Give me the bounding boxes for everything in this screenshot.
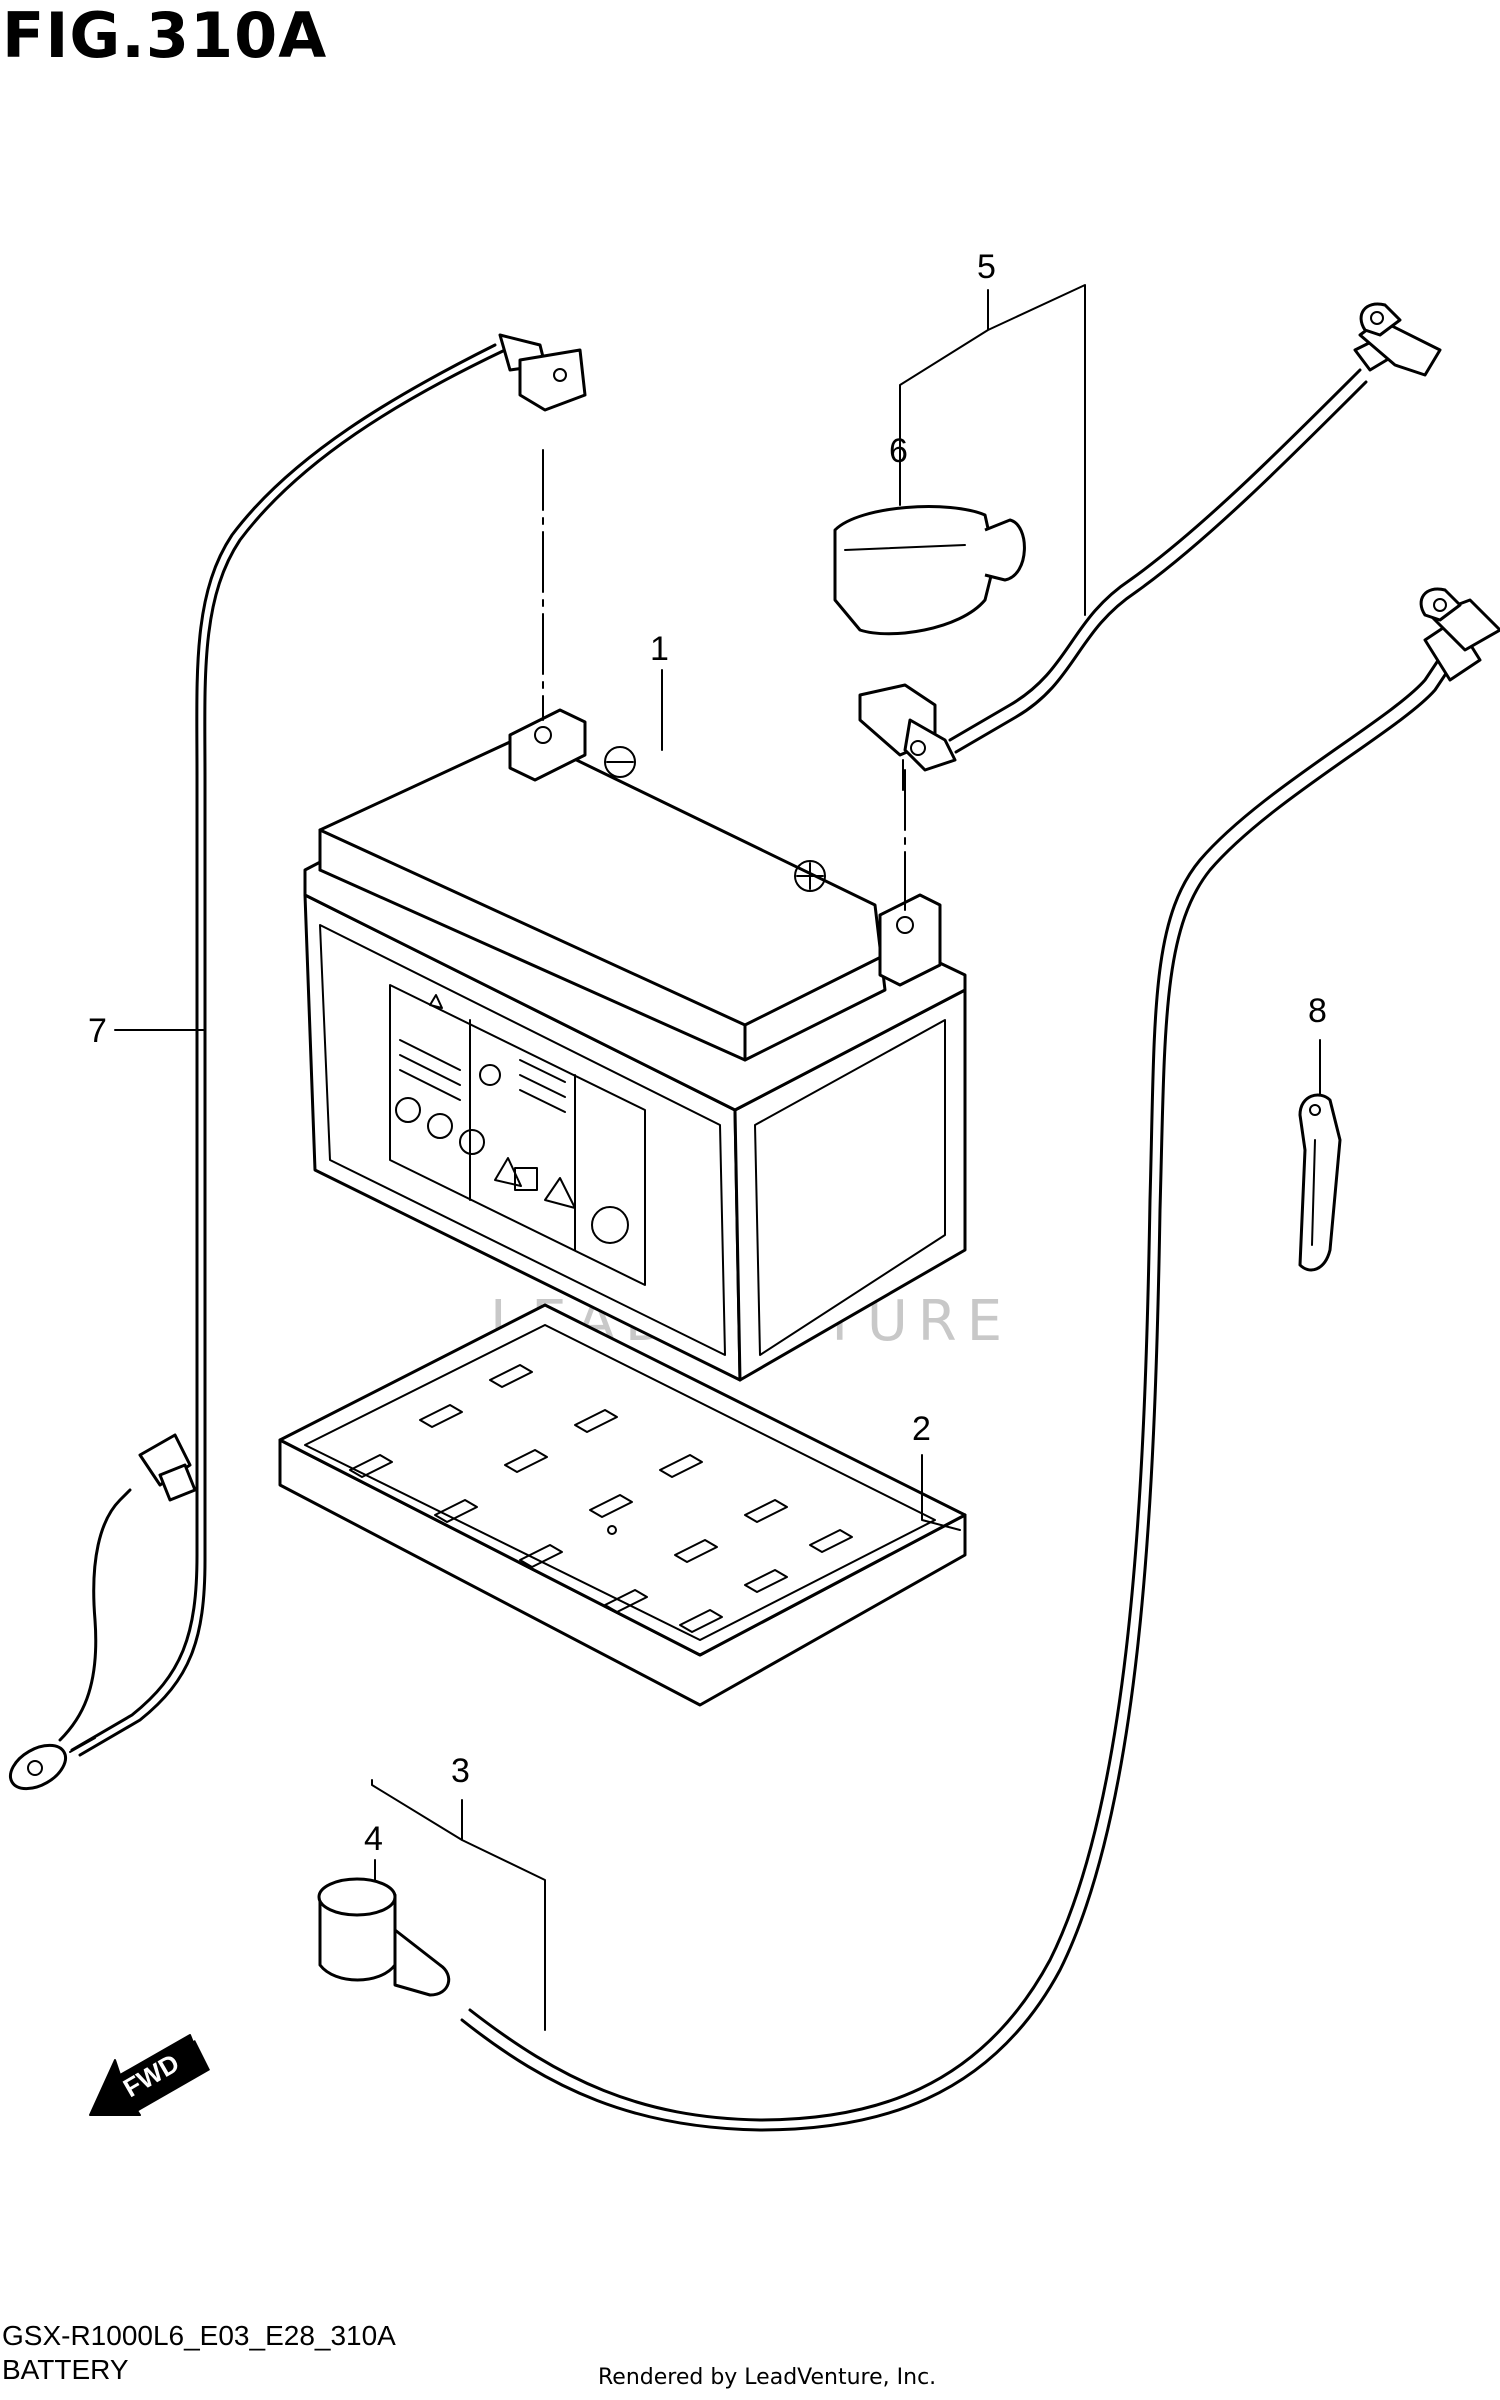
negative-cable[interactable] bbox=[3, 333, 587, 1798]
callout-6[interactable]: 6 bbox=[889, 432, 908, 470]
cable-clamp[interactable] bbox=[1298, 1093, 1342, 1272]
render-credit: Rendered by LeadVenture, Inc. bbox=[598, 2365, 937, 2390]
callout-8[interactable]: 8 bbox=[1308, 992, 1327, 1030]
callout-4[interactable]: 4 bbox=[364, 1820, 383, 1858]
terminal-cover[interactable] bbox=[833, 505, 1026, 636]
callout-5[interactable]: 5 bbox=[977, 248, 996, 286]
battery-tray[interactable] bbox=[278, 1303, 967, 1707]
fwd-arrow-icon: FWD bbox=[89, 2034, 210, 2116]
callout-1[interactable]: 1 bbox=[650, 630, 669, 668]
callout-3[interactable]: 3 bbox=[451, 1752, 470, 1790]
callout-7[interactable]: 7 bbox=[88, 1012, 107, 1050]
callout-2[interactable]: 2 bbox=[912, 1410, 931, 1448]
cable-cap[interactable] bbox=[317, 1877, 451, 1997]
positive-cable[interactable] bbox=[858, 302, 1442, 791]
page-title: FIG.310A bbox=[2, 0, 328, 72]
starter-cable[interactable] bbox=[460, 587, 1500, 2132]
leader-5 bbox=[899, 284, 1086, 616]
battery[interactable] bbox=[303, 449, 967, 1382]
leader-2 bbox=[921, 1454, 961, 1531]
leader-3 bbox=[371, 1779, 546, 2031]
section-name: BATTERY bbox=[2, 2354, 129, 2385]
figure-code: GSX-R1000L6_E03_E28_310A bbox=[2, 2320, 396, 2351]
